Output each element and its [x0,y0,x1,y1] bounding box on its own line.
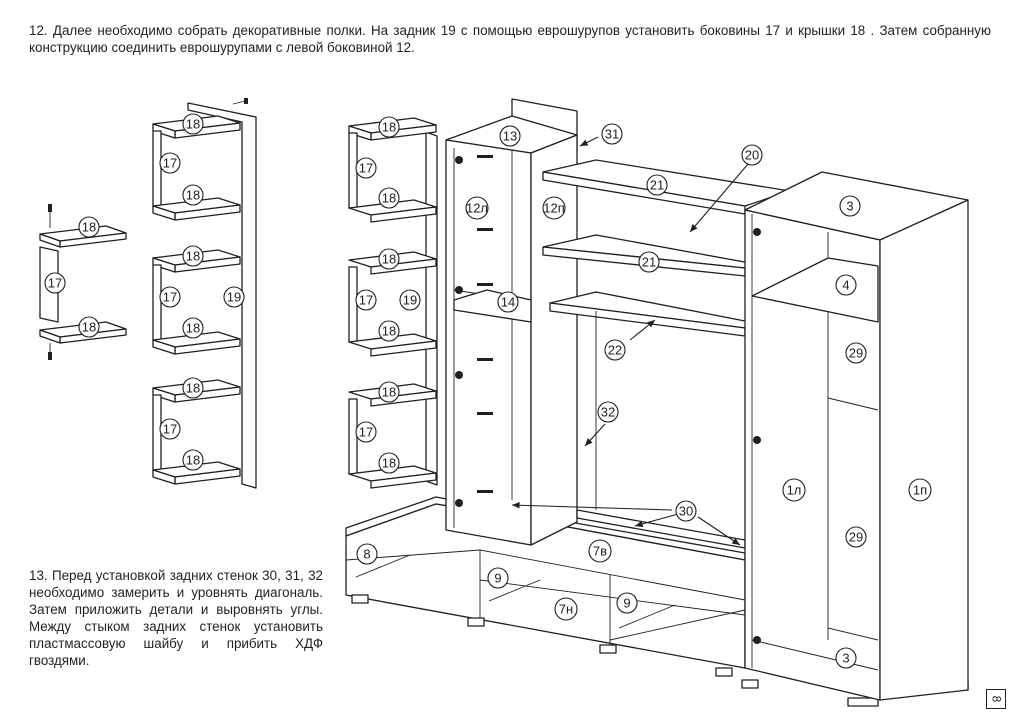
callout-18-text: 18 [186,381,200,396]
callout-7v: 7в [588,539,612,563]
callout-21-text: 21 [650,178,664,193]
callout-9: 9 [616,592,638,614]
callout-17-text: 17 [163,290,177,305]
callout-32-text: 32 [601,405,615,420]
callout-9-text: 9 [494,571,501,586]
callout-22-text: 22 [608,343,622,358]
callout-3-text: 3 [846,199,853,214]
callout-18: 18 [182,113,204,135]
callout-18: 18 [378,381,400,403]
callout-18-text: 18 [382,456,396,471]
callout-9-text: 9 [623,596,630,611]
callout-12p: 12п [542,196,566,220]
callout-30: 30 [675,500,697,522]
callout-17-text: 17 [359,161,373,176]
callout-18: 18 [378,116,400,138]
callout-7n-text: 7н [559,602,573,617]
callout-17-text: 17 [359,425,373,440]
callout-3: 3 [839,195,861,217]
callout-30-text: 30 [679,504,693,519]
screw-row [455,155,493,507]
callout-22: 22 [604,339,626,361]
callout-7n: 7н [554,597,578,621]
callout-18-text: 18 [186,321,200,336]
callout-18: 18 [378,452,400,474]
callout-14-text: 14 [501,295,515,310]
callout-18-text: 18 [382,191,396,206]
callout-18: 18 [182,245,204,267]
callout-31-text: 31 [605,127,619,142]
callout-18-text: 18 [186,249,200,264]
callout-17-text: 17 [48,276,62,291]
callout-19: 19 [223,286,245,308]
callout-18-text: 18 [186,188,200,203]
assembly-arrows [511,136,749,546]
callout-1p-text: 1п [913,483,927,498]
callout-18-text: 18 [382,385,396,400]
callout-18: 18 [182,449,204,471]
callout-19-text: 19 [403,293,417,308]
callout-17: 17 [159,418,181,440]
callout-18: 18 [78,316,100,338]
callout-17-text: 17 [163,422,177,437]
callout-32: 32 [597,401,619,423]
callout-21-text: 21 [642,255,656,270]
callout-labels: 18 17 18 18 17 18 18 17 19 18 18 17 18 1… [44,113,932,669]
callout-18: 18 [378,320,400,342]
callout-17: 17 [355,289,377,311]
callout-19-text: 19 [227,290,241,305]
callout-18: 18 [378,187,400,209]
callout-7v-text: 7в [593,544,607,559]
callout-18: 18 [378,248,400,270]
step-13-instruction: 13. Перед установкой задних стенок 30, 3… [29,568,323,668]
page-number: 8 [986,689,1006,709]
callout-8-text: 8 [363,547,370,562]
callout-29-text: 29 [849,346,863,361]
callout-31: 31 [601,123,623,145]
callout-1l-text: 1л [787,483,802,498]
callout-18: 18 [182,377,204,399]
callout-18: 18 [182,317,204,339]
callout-21: 21 [638,251,660,273]
callout-17: 17 [159,286,181,308]
callout-18-text: 18 [82,320,96,335]
callout-17: 17 [355,421,377,443]
callout-29-text: 29 [849,530,863,545]
callout-17: 17 [44,272,66,294]
step-12-instruction: 12. Далее необходимо собрать декоративны… [29,23,991,55]
callout-20-text: 20 [745,148,759,163]
callout-29: 29 [845,526,867,548]
callout-17-text: 17 [163,156,177,171]
callout-4-text: 4 [842,278,849,293]
callout-13-text: 13 [503,129,517,144]
callout-4: 4 [835,274,857,296]
callout-21: 21 [646,174,668,196]
callout-19: 19 [399,289,421,311]
callout-18-text: 18 [382,120,396,135]
callout-29: 29 [845,342,867,364]
callout-1l: 1л [782,478,806,502]
callout-12l: 12л [465,196,489,220]
callout-14: 14 [497,291,519,313]
callout-17-text: 17 [359,293,373,308]
callout-8: 8 [356,543,378,565]
callout-13: 13 [499,125,521,147]
callout-18-text: 18 [186,453,200,468]
callout-17: 17 [159,152,181,174]
callout-18-text: 18 [186,117,200,132]
callout-3: 3 [835,647,857,669]
callout-1p: 1п [908,478,932,502]
callout-18: 18 [182,184,204,206]
callout-18: 18 [78,216,100,238]
callout-18-text: 18 [382,324,396,339]
callout-12l-text: 12л [466,201,488,216]
callout-18-text: 18 [82,220,96,235]
callout-9: 9 [487,567,509,589]
callout-20: 20 [741,144,763,166]
callout-18-text: 18 [382,252,396,267]
callout-17: 17 [355,157,377,179]
callout-3-text: 3 [842,651,849,666]
callout-12p-text: 12п [543,201,565,216]
